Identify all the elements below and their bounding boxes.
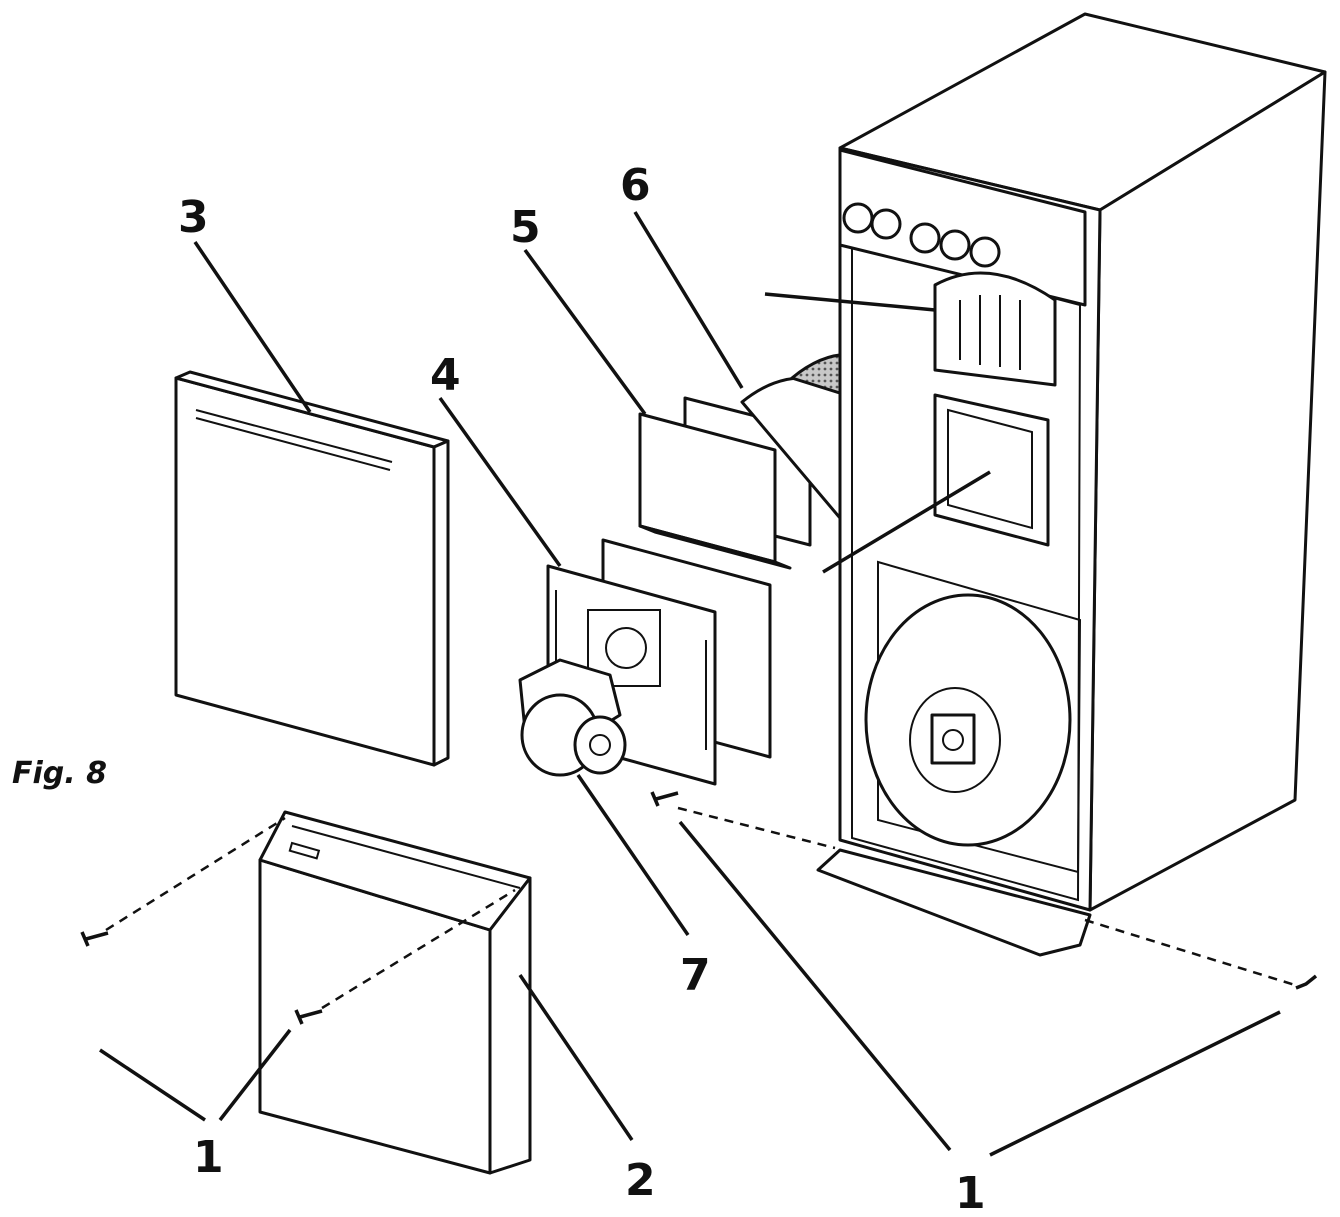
callout-7: 7 — [680, 950, 711, 1001]
boiler-cabinet — [764, 12, 1327, 957]
callout-2: 2 — [625, 1155, 656, 1206]
front-upper-panel — [174, 370, 450, 767]
screw-icon — [294, 1009, 323, 1025]
callout-labels: 3 4 5 6 7 2 1 1 — [178, 160, 986, 1217]
screw-icon — [80, 931, 109, 947]
callout-1-right: 1 — [955, 1168, 986, 1217]
figure-caption: Fig. 8 — [12, 756, 107, 791]
screw-icon — [650, 791, 679, 807]
screw-icon — [1295, 974, 1318, 990]
control-knobs — [842, 202, 1001, 268]
screw-paths — [105, 806, 1296, 1010]
callout-6: 6 — [620, 160, 651, 211]
callout-5: 5 — [510, 202, 541, 253]
callout-3: 3 — [178, 192, 209, 243]
burner — [518, 658, 627, 777]
leader-lines — [99, 211, 1281, 1157]
callout-1-left: 1 — [193, 1132, 224, 1183]
screws — [80, 791, 1318, 1025]
callout-4: 4 — [430, 350, 461, 401]
front-lower-panel — [258, 810, 532, 1175]
